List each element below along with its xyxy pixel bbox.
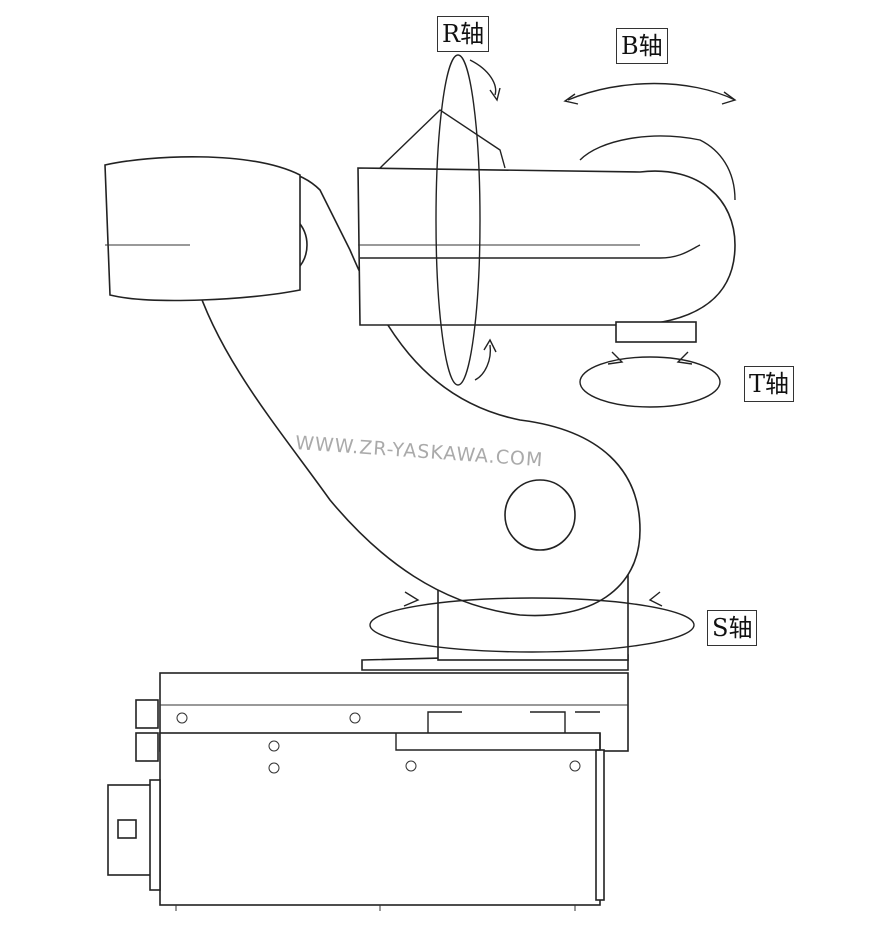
r-axis-arrow — [435, 54, 501, 386]
t-axis-label: T轴 — [744, 366, 795, 402]
s-axis-label: S轴 — [707, 610, 758, 646]
s-axis-arrow — [369, 591, 695, 653]
b-axis-arrow — [563, 82, 737, 105]
upper-arm — [104, 109, 736, 343]
controller-base — [107, 672, 629, 911]
b-axis-label: B轴 — [616, 28, 668, 64]
t-axis-arrow — [579, 351, 721, 408]
r-axis-label: R轴 — [437, 16, 490, 52]
